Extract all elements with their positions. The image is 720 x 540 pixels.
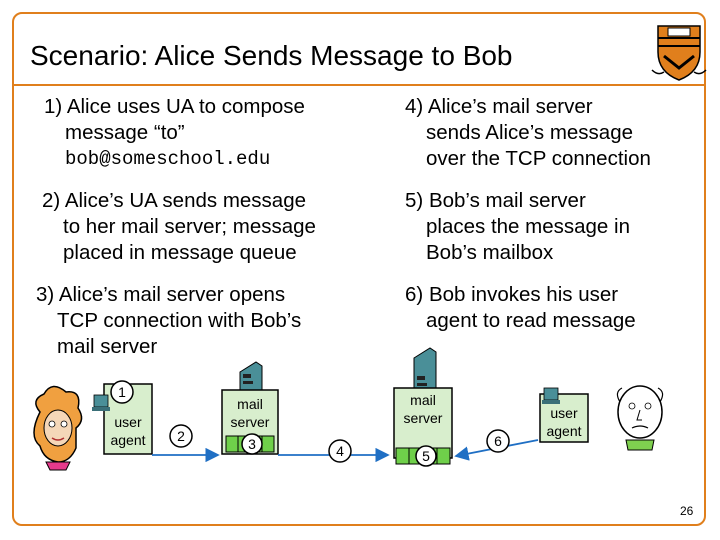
step-text-line: agent to read message [426, 309, 636, 332]
marker-label: 2 [177, 428, 185, 444]
marker-label: 5 [422, 448, 430, 464]
slide-frame [12, 12, 706, 526]
step-text-line: over the TCP connection [426, 147, 651, 170]
server-label-line2: server [404, 410, 443, 426]
step-1: 1) Alice uses UA to compose message “to”… [44, 94, 305, 172]
marker-label: 6 [494, 433, 502, 449]
server-label-line2: server [231, 414, 270, 430]
marker-label: 4 [336, 443, 344, 459]
step-marker-1 [110, 380, 134, 404]
step-number: 4) [405, 95, 424, 118]
marker-label: 3 [248, 436, 256, 452]
step-text-line: mail server [57, 335, 158, 358]
step-4: 4) Alice’s mail server sends Alice’s mes… [405, 94, 651, 172]
page-number: 26 [680, 504, 694, 518]
step-marker-2 [169, 424, 193, 448]
ua-label-line2: agent [110, 432, 145, 448]
server-label-line1: mail [237, 396, 263, 412]
server-label-line1: mail [410, 392, 436, 408]
step-number: 3) [36, 283, 55, 306]
ua-label-line2: agent [546, 423, 581, 439]
computer-icon [542, 387, 560, 404]
step-marker-6 [486, 429, 510, 453]
step-6: 6) Bob invokes his user agent to read me… [405, 282, 636, 334]
bob-face-icon [616, 385, 664, 451]
slide-title: Scenario: Alice Sends Message to Bob [30, 40, 513, 71]
step-text-line: sends Alice’s message [426, 121, 634, 144]
ua-label-line1: user [550, 405, 578, 421]
step-text-line: Bob’s mailbox [426, 241, 554, 264]
step-text-line: Bob’s mail server [428, 189, 586, 212]
computer-icon [92, 394, 110, 411]
step-text-line: places the message in [426, 215, 630, 238]
princeton-shield-icon [651, 25, 707, 81]
step-text-line: TCP connection with Bob’s [57, 309, 302, 332]
alice-face-icon [33, 385, 83, 471]
step-2: 2) Alice’s UA sends message to her mail … [42, 188, 316, 266]
email-address: bob@someschool.edu [65, 148, 271, 170]
step-number: 6) [405, 283, 424, 306]
step-5: 5) Bob’s mail server places the message … [405, 188, 630, 266]
step-number: 1) [44, 95, 63, 118]
step-marker-5 [415, 445, 437, 467]
ua-label-line1: user [114, 414, 142, 430]
step-text-line: Alice’s mail server opens [58, 283, 286, 306]
step-text-line: Alice’s UA sends message [64, 189, 306, 212]
step-text-line: message “to” [65, 121, 185, 144]
step-text-line: Bob invokes his user [428, 283, 619, 306]
step-number: 5) [405, 189, 424, 212]
marker-label: 1 [118, 384, 126, 400]
title-divider [14, 84, 704, 86]
mail-server-icon [413, 347, 437, 391]
step-text-line: to her mail server; message [63, 215, 316, 238]
step-text-line: Alice’s mail server [427, 95, 593, 118]
step-3: 3) Alice’s mail server opens TCP connect… [36, 282, 301, 360]
step-marker-3 [241, 433, 263, 455]
step-marker-4 [328, 439, 352, 463]
step-text-line: placed in message queue [63, 241, 297, 264]
mail-server-icon [239, 361, 263, 393]
step-text-line: Alice uses UA to compose [66, 95, 305, 118]
step-number: 2) [42, 189, 61, 212]
bob-user-agent [539, 387, 589, 443]
